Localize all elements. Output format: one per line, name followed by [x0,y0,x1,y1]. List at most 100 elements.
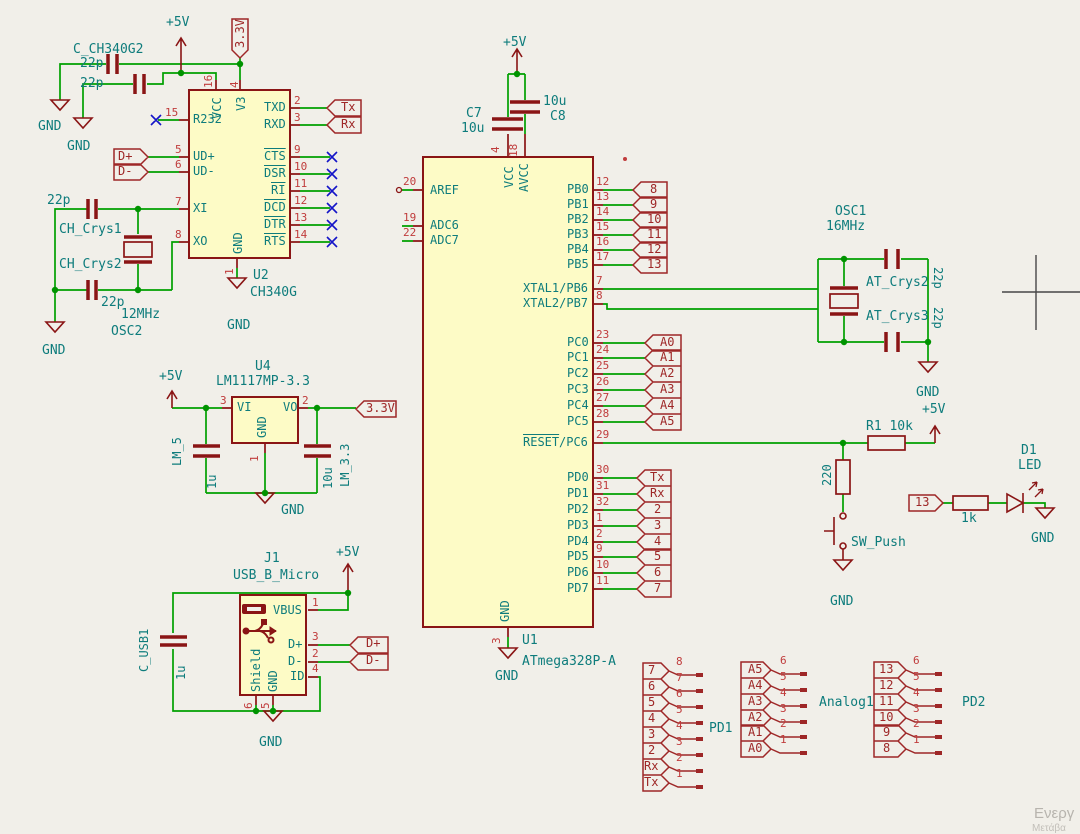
sw-push-label[interactable]: SW_Push [851,535,906,550]
d1-value[interactable]: LED [1018,458,1042,473]
capacitor-c8[interactable] [510,100,540,114]
u4-value[interactable]: LM1117MP-3.3 [216,374,310,389]
pd2-flag-1[interactable]: 12 [879,678,894,692]
net-flag-13[interactable]: 13 [647,257,662,271]
capacitor-ch-crys1[interactable] [86,199,98,219]
net-flag-10[interactable]: 10 [647,212,662,226]
analog1-flag-3[interactable]: A2 [748,710,763,724]
net-flag-rx-u1[interactable]: Rx [650,486,665,500]
pd2-flag-2[interactable]: 11 [879,694,894,708]
u4-ref[interactable]: U4 [255,359,271,374]
net-flag-a2[interactable]: A2 [660,366,675,380]
j1-value[interactable]: USB_B_Micro [233,568,320,583]
capacitor-c-ch340g2-a[interactable] [106,54,119,74]
net-flag-12[interactable]: 12 [647,242,662,256]
at-crys2-label[interactable]: AT_Crys2 [866,275,929,290]
connector-analog1-pins[interactable] [740,661,806,758]
c-usb1-label[interactable]: C_USB1 [137,628,151,672]
net-flag-a1[interactable]: A1 [660,350,675,364]
lm5-label[interactable]: LM_5 [170,437,184,466]
analog1-flag-0[interactable]: A5 [748,662,763,676]
ch-crys1-value[interactable]: 22p [47,193,71,208]
ch-crys2-label[interactable]: CH_Crys2 [59,257,122,272]
crystal-16mhz[interactable] [829,286,859,316]
analog1-flag-1[interactable]: A4 [748,678,763,692]
at-crys2-value[interactable]: 22p [931,267,945,289]
net-flag-a3[interactable]: A3 [660,382,675,396]
pd1-flag-7[interactable]: Tx [644,775,659,789]
osc1-freq[interactable]: 16MHz [826,219,866,234]
pd1-flag-6[interactable]: Rx [644,759,659,773]
pd1-flag-2[interactable]: 5 [648,695,656,709]
connector-pd1-pins[interactable] [642,662,702,792]
capacitor-c-usb1[interactable] [160,635,187,647]
capacitor-c7[interactable] [492,117,523,131]
connector-pd2-pins[interactable] [873,661,941,758]
net-flag-4[interactable]: 4 [654,534,662,548]
pd2-flag-3[interactable]: 10 [879,710,894,724]
c8-value[interactable]: 10u [543,94,567,109]
net-flag-3[interactable]: 3 [654,518,662,532]
capacitor-lm33[interactable] [304,444,331,458]
net-flag-rx-u2[interactable]: Rx [341,117,356,131]
ch-crys1-label[interactable]: CH_Crys1 [59,222,122,237]
net-flag-dminus-j1[interactable]: D- [366,653,381,667]
capacitor-c-ch340g2-b[interactable] [133,74,146,94]
c8-ref[interactable]: C8 [550,109,566,124]
net-flag-7[interactable]: 7 [654,581,662,595]
c-ch340g2a-value[interactable]: 22p [80,56,104,71]
osc1-ref[interactable]: OSC1 [835,204,867,219]
c7-ref[interactable]: C7 [466,106,482,121]
d1-ref[interactable]: D1 [1021,443,1037,458]
net-flag-3v3-top[interactable]: 3.3V [233,19,247,48]
analog1-title[interactable]: Analog1 [819,695,874,710]
u2-body[interactable] [188,89,291,259]
capacitor-lm5[interactable] [193,444,220,458]
u1-body[interactable] [422,156,594,628]
pd1-flag-1[interactable]: 6 [648,679,656,693]
capacitor-ch-crys2[interactable] [86,280,98,300]
osc2-freq[interactable]: 12MHz [121,307,161,322]
u2-value[interactable]: CH340G [250,285,297,300]
net-flag-3v3-u4[interactable]: 3.3V [366,401,395,415]
net-flag-a4[interactable]: A4 [660,398,675,412]
lm5-value[interactable]: 1u [205,474,219,489]
net-flag-dminus-u2[interactable]: D- [118,164,133,178]
net-flag-dplus-j1[interactable]: D+ [366,636,381,650]
u1-value[interactable]: ATmega328P-A [522,654,616,669]
analog1-flag-5[interactable]: A0 [748,741,763,755]
pd1-flag-4[interactable]: 3 [648,727,656,741]
c-usb1-value[interactable]: 1u [174,665,188,680]
net-flag-a0[interactable]: A0 [660,335,675,349]
pd2-flag-4[interactable]: 9 [883,725,891,739]
r1-label[interactable]: R1 10k [866,419,913,434]
r220-label[interactable]: 220 [820,464,834,486]
ch-crys2-value[interactable]: 22p [101,295,125,310]
analog1-flag-4[interactable]: A1 [748,725,763,739]
analog1-flag-2[interactable]: A3 [748,694,763,708]
u2-ref[interactable]: U2 [253,268,269,283]
net-flag-13-led[interactable]: 13 [915,495,930,509]
switch-sw-push[interactable] [824,512,847,560]
net-flag-5[interactable]: 5 [654,549,662,563]
led-d1[interactable] [1006,481,1044,514]
net-flag-2[interactable]: 2 [654,502,662,516]
crystal-12mhz[interactable] [123,235,153,264]
pd2-flag-0[interactable]: 13 [879,662,894,676]
u1-ref[interactable]: U1 [522,633,538,648]
capacitor-at-crys3[interactable] [884,332,900,352]
net-flag-9[interactable]: 9 [650,197,658,211]
at-crys3-label[interactable]: AT_Crys3 [866,309,929,324]
pd1-flag-0[interactable]: 7 [648,663,656,677]
osc2-ref[interactable]: OSC2 [111,324,143,339]
r1k-label[interactable]: 1k [961,511,977,526]
capacitor-at-crys2[interactable] [884,249,900,269]
c-ch340g2-label[interactable]: C_CH340G2 [73,42,144,57]
net-flag-dplus-u2[interactable]: D+ [118,149,133,163]
pd2-flag-5[interactable]: 8 [883,741,891,755]
pd1-title[interactable]: PD1 [709,721,733,736]
c7-value[interactable]: 10u [461,121,485,136]
resistor-r1-10k[interactable] [867,435,906,451]
net-flag-8[interactable]: 8 [650,182,658,196]
